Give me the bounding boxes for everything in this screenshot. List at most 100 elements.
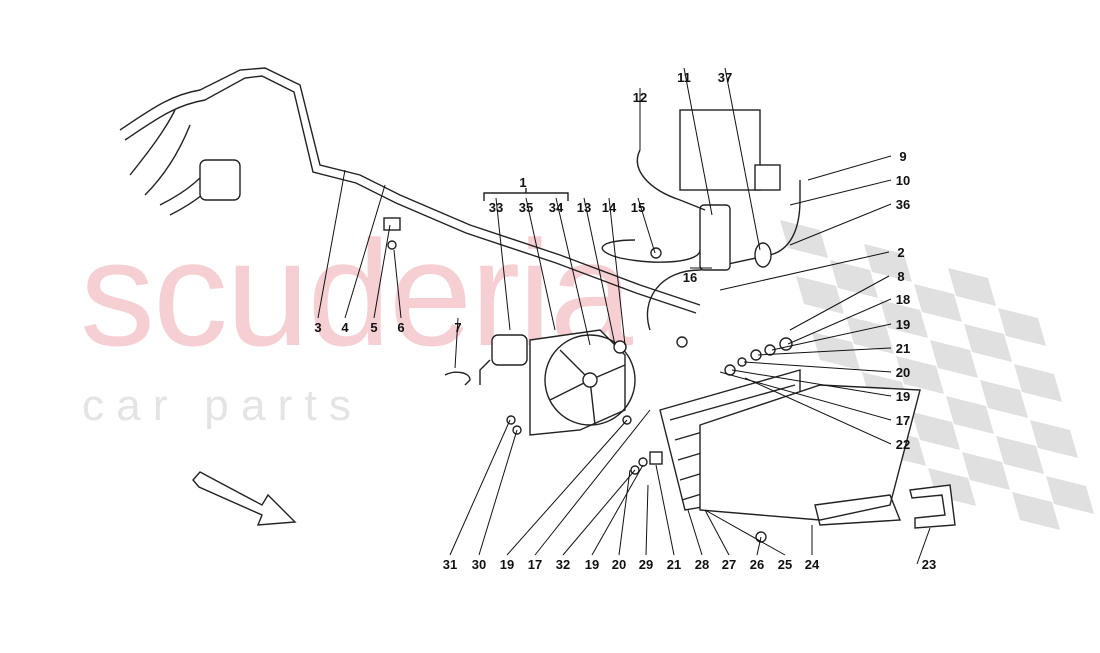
callout-5: 5 — [370, 224, 391, 335]
flag-square — [948, 268, 996, 306]
callout-number: 19 — [896, 389, 910, 404]
callout-number: 30 — [472, 557, 486, 572]
callout-33: 33 — [489, 197, 511, 331]
leader-line — [704, 509, 730, 556]
leader-line — [525, 197, 556, 331]
callout-number: 3 — [314, 320, 321, 335]
leader-line — [562, 469, 636, 556]
callout-4: 4 — [341, 184, 386, 335]
callout-34: 34 — [549, 197, 591, 346]
callout-number: 8 — [897, 269, 904, 284]
flag-square — [964, 324, 1012, 362]
leader-line — [757, 347, 892, 356]
callout-number: 17 — [896, 413, 910, 428]
flag-square — [946, 396, 994, 434]
callout-13: 13 — [577, 197, 616, 346]
callout-number: 19 — [500, 557, 514, 572]
leader-line — [807, 155, 892, 181]
leader-line — [687, 509, 703, 556]
callout-21b: 21 — [655, 464, 681, 572]
callout-number: 31 — [443, 557, 457, 572]
leader-line — [731, 369, 892, 397]
callout-number: 28 — [695, 557, 709, 572]
leader-line — [317, 169, 346, 319]
callout-number: 20 — [896, 365, 910, 380]
callout-20a: 20 — [743, 361, 910, 380]
leader-line — [393, 249, 402, 319]
watermark: scuderia c a r p a r t s — [80, 209, 1094, 530]
callout-18: 18 — [787, 292, 910, 345]
leader-line — [449, 419, 511, 556]
leader-line — [789, 203, 892, 246]
leader-line — [743, 361, 892, 373]
callout-30: 30 — [472, 429, 518, 572]
callout-number: 7 — [454, 320, 461, 335]
callout-number: 14 — [602, 200, 617, 215]
callout-19c: 19 — [500, 419, 628, 572]
flag-square — [796, 276, 844, 314]
watermark-tagline: c a r p a r t s — [82, 381, 351, 430]
callout-number: 17 — [528, 557, 542, 572]
callout-number: 36 — [896, 197, 910, 212]
callout-number: 15 — [631, 200, 645, 215]
flag-square — [1030, 420, 1078, 458]
callout-number: 37 — [718, 70, 732, 85]
checkered-flag-watermark — [780, 220, 1094, 530]
flag-square — [914, 284, 962, 322]
callout-number: 16 — [683, 270, 697, 285]
callout-number: 25 — [778, 557, 792, 572]
callout-number: 1 — [519, 175, 526, 190]
leader-line — [744, 377, 892, 445]
flag-square — [1012, 492, 1060, 530]
callout-number: 9 — [899, 149, 906, 164]
flag-square — [996, 436, 1044, 474]
leader-line — [719, 251, 890, 291]
callout-number: 27 — [722, 557, 736, 572]
callout-32: 32 — [556, 469, 636, 572]
callout-27: 27 — [704, 509, 736, 572]
leader-line — [724, 67, 761, 251]
callout-19a: 19 — [771, 317, 910, 351]
callout-number: 13 — [577, 200, 591, 215]
callout-6: 6 — [393, 249, 405, 335]
flag-square — [864, 244, 912, 282]
pipework — [119, 67, 801, 331]
callout-9: 9 — [807, 149, 907, 181]
callout-number: 22 — [896, 437, 910, 452]
direction-arrow-icon — [192, 471, 297, 526]
leader-line — [583, 197, 616, 346]
callout-number: 34 — [549, 200, 564, 215]
leader-line — [608, 197, 626, 346]
flag-square — [962, 452, 1010, 490]
callout-10: 10 — [789, 173, 910, 206]
callout-number: 6 — [397, 320, 404, 335]
flag-square — [880, 300, 928, 338]
callout-number: 10 — [896, 173, 910, 188]
group-bracket — [483, 188, 569, 201]
leader-line — [591, 464, 644, 556]
flag-square — [896, 356, 944, 394]
callout-7: 7 — [454, 317, 462, 369]
callout-number: 2 — [897, 245, 904, 260]
callout-number: 21 — [896, 341, 910, 356]
leader-line — [787, 298, 892, 345]
leader-line — [771, 323, 892, 351]
callout-8: 8 — [789, 269, 905, 331]
leader-line — [645, 484, 649, 556]
callout-number: 26 — [750, 557, 764, 572]
leader-line — [478, 429, 518, 556]
leader-line — [789, 275, 890, 331]
callout-29: 29 — [639, 484, 653, 572]
callout-number: 33 — [489, 200, 503, 215]
callout-3: 3 — [314, 169, 346, 335]
callout-number: 18 — [896, 292, 910, 307]
callout-number: 29 — [639, 557, 653, 572]
callout-19b: 19 — [731, 369, 910, 404]
callout-12: 12 — [633, 88, 647, 150]
callout-31: 31 — [443, 419, 511, 572]
callout-35: 35 — [519, 197, 556, 331]
callout-21a: 21 — [757, 341, 910, 356]
small-fittings — [383, 217, 793, 543]
callout-28: 28 — [687, 509, 709, 572]
